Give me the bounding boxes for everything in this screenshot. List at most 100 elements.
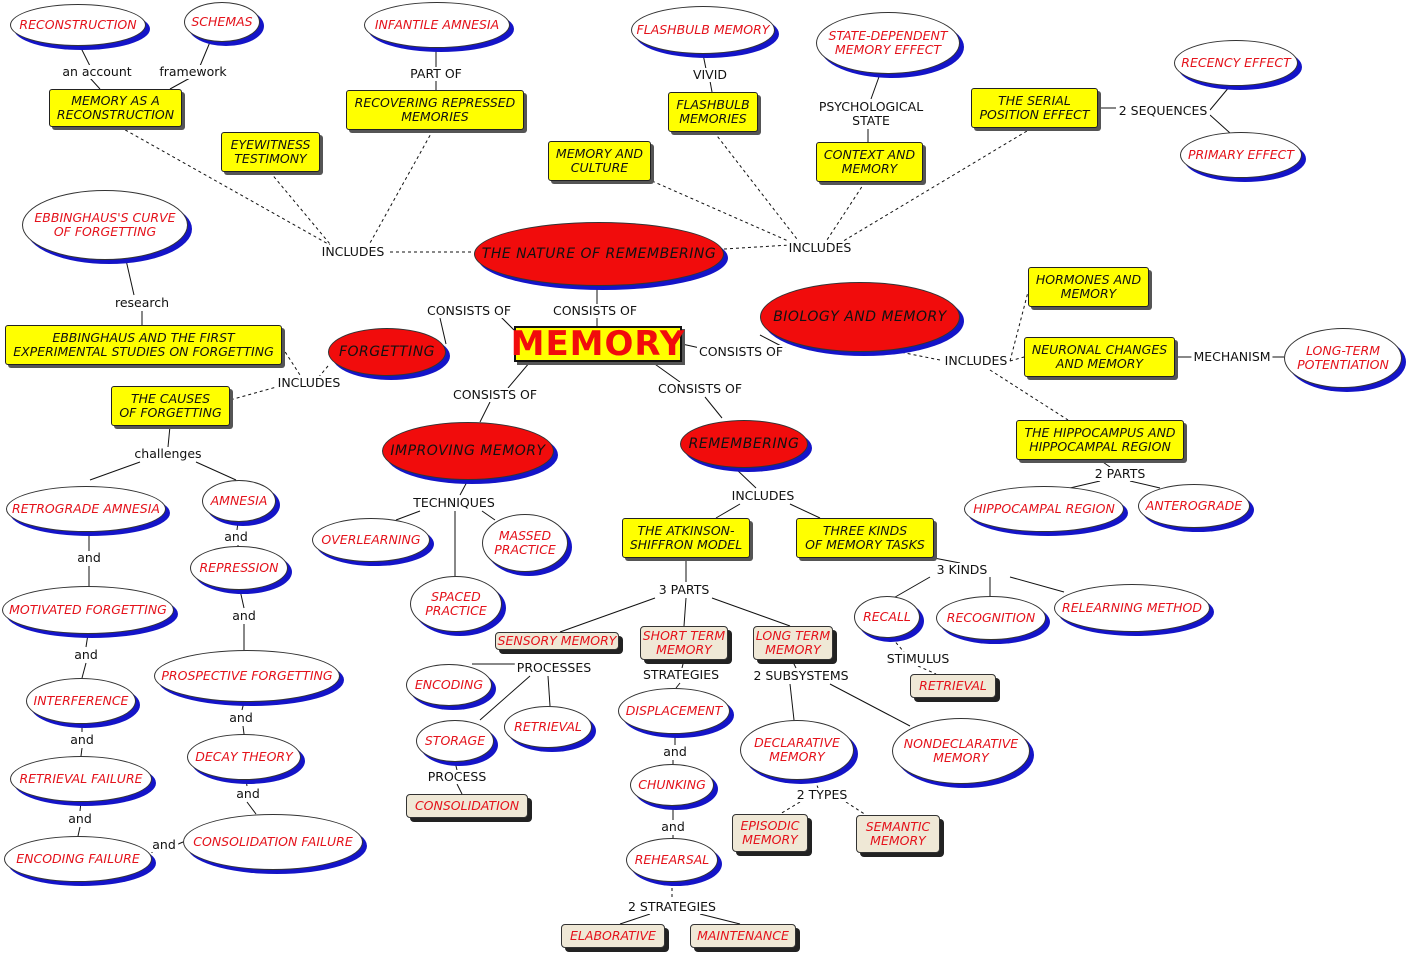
- short-term-memory-box[interactable]: SHORT TERM MEMORY: [640, 626, 728, 660]
- context-and-memory-box[interactable]: CONTEXT AND MEMORY: [816, 142, 923, 182]
- connector-line: [681, 659, 685, 669]
- connector-line: [456, 783, 463, 795]
- connector-line: [79, 45, 91, 67]
- amnesia-node[interactable]: AMNESIA: [202, 480, 276, 522]
- serial-position-box[interactable]: THE SERIAL POSITION EFFECT: [971, 88, 1098, 128]
- episodic-memory-box[interactable]: EPISODIC MEMORY: [732, 814, 808, 852]
- connector-line: [89, 461, 141, 481]
- interference-node[interactable]: INTERFERENCE: [26, 678, 136, 724]
- state-dependent-node[interactable]: STATE-DEPENDENT MEMORY EFFECT: [816, 12, 960, 74]
- remembering-node[interactable]: REMEMBERING: [680, 420, 808, 468]
- hippocampus-box[interactable]: THE HIPPOCAMPUS AND HIPPOCAMPAL REGION: [1016, 420, 1184, 460]
- connector-line: [1209, 114, 1231, 134]
- storage-node[interactable]: STORAGE: [416, 720, 494, 762]
- nondeclarative-memory-node[interactable]: NONDECLARATIVE MEMORY: [892, 718, 1030, 784]
- retrieval-cue-box[interactable]: RETRIEVAL: [910, 674, 996, 698]
- flashbulb-memories-box[interactable]: FLASHBULB MEMORIES: [668, 92, 758, 132]
- ebbinghaus-curve-node[interactable]: EBBINGHAUS'S CURVE OF FORGETTING: [22, 190, 188, 260]
- nature-of-remembering-node[interactable]: THE NATURE OF REMEMBERING: [474, 222, 724, 286]
- biology-and-memory-node[interactable]: BIOLOGY AND MEMORY: [760, 282, 960, 352]
- decay-theory-node[interactable]: DECAY THEORY: [187, 734, 301, 780]
- overlearning-node[interactable]: OVERLEARNING: [312, 518, 430, 562]
- neuronal-changes-box[interactable]: NEURONAL CHANGES AND MEMORY: [1024, 337, 1175, 377]
- label-psychological-state: PSYCHOLOGICAL STATE: [816, 99, 926, 128]
- three-kinds-tasks-box[interactable]: THREE KINDS OF MEMORY TASKS: [796, 518, 934, 558]
- connector-line: [1099, 459, 1111, 468]
- anterograde-node[interactable]: ANTEROGRADE: [1138, 484, 1250, 528]
- primary-effect-node[interactable]: PRIMARY EFFECT: [1180, 132, 1302, 178]
- recall-node[interactable]: RECALL: [854, 596, 920, 638]
- recency-effect-node[interactable]: RECENCY EFFECT: [1174, 40, 1298, 86]
- consolidation-failure-node[interactable]: CONSOLIDATION FAILURE: [183, 814, 363, 870]
- memory-as-reconstruction-box[interactable]: MEMORY AS A RECONSTRUCTION: [49, 89, 182, 127]
- connector-line: [989, 369, 1069, 421]
- maintenance-box[interactable]: MAINTENANCE: [690, 924, 796, 948]
- consolidation-box[interactable]: CONSOLIDATION: [406, 794, 528, 818]
- hormones-and-memory-box[interactable]: HORMONES AND MEMORY: [1028, 267, 1149, 307]
- connector-line: [80, 747, 83, 757]
- connector-line: [891, 637, 905, 653]
- connector-line: [77, 826, 81, 837]
- retrieval-failure-node[interactable]: RETRIEVAL FAILURE: [10, 756, 152, 802]
- label-consists-of-bottom-left: CONSISTS OF: [450, 387, 540, 402]
- central-memory-node[interactable]: MEMORY: [510, 324, 686, 364]
- rehearsal-node[interactable]: REHEARSAL: [626, 838, 718, 882]
- eyewitness-testimony-box[interactable]: EYEWITNESS TESTIMONY: [221, 132, 320, 172]
- spaced-practice-node[interactable]: SPACED PRACTICE: [410, 576, 502, 632]
- chunking-node[interactable]: CHUNKING: [630, 764, 714, 806]
- memory-and-culture-box[interactable]: MEMORY AND CULTURE: [548, 141, 651, 181]
- connector-line: [169, 77, 191, 90]
- motivated-forgetting-node[interactable]: MOTIVATED FORGETTING: [2, 586, 174, 634]
- encoding-failure-node[interactable]: ENCODING FAILURE: [4, 836, 152, 882]
- schemas-node[interactable]: SCHEMAS: [184, 2, 260, 42]
- causes-of-forgetting-box[interactable]: THE CAUSES OF FORGETTING: [111, 386, 230, 426]
- atkinson-shiffron-box[interactable]: THE ATKINSON- SHIFFRON MODEL: [622, 518, 750, 558]
- prospective-forgetting-node[interactable]: PROSPECTIVE FORGETTING: [154, 650, 340, 702]
- label-and-7: and: [234, 786, 262, 801]
- label-consists-of-bottom-right: CONSISTS OF: [655, 381, 745, 396]
- recovering-repressed-memories-box[interactable]: RECOVERING REPRESSED MEMORIES: [346, 90, 524, 130]
- label-and-5: and: [227, 710, 255, 725]
- displacement-node[interactable]: DISPLACEMENT: [618, 688, 730, 734]
- connector-line: [723, 244, 791, 250]
- retrieval-process-node[interactable]: RETRIEVAL: [504, 706, 592, 748]
- connector-line: [715, 503, 741, 519]
- connector-line: [829, 683, 911, 727]
- encoding-node[interactable]: ENCODING: [406, 664, 492, 706]
- label-2-sequences: 2 SEQUENCES: [1116, 103, 1210, 118]
- sensory-memory-box[interactable]: SENSORY MEMORY: [495, 632, 619, 650]
- semantic-memory-box[interactable]: SEMANTIC MEMORY: [856, 815, 940, 853]
- connector-line: [870, 73, 881, 100]
- connector-line: [711, 597, 791, 627]
- long-term-potentiation-node[interactable]: LONG-TERM POTENTIATION: [1284, 328, 1402, 388]
- connector-line: [779, 801, 801, 815]
- massed-practice-node[interactable]: MASSED PRACTICE: [482, 514, 568, 572]
- reconstruction-node[interactable]: RECONSTRUCTION: [10, 4, 146, 46]
- connector-line: [559, 597, 656, 633]
- connector-line: [917, 665, 937, 675]
- recognition-node[interactable]: RECOGNITION: [936, 596, 1046, 640]
- label-research: research: [112, 295, 172, 310]
- connector-line: [651, 180, 796, 245]
- elaborative-box[interactable]: ELABORATIVE: [561, 924, 665, 948]
- connector-line: [459, 479, 469, 496]
- hippocampal-region-node[interactable]: HIPPOCAMPAL REGION: [964, 486, 1124, 532]
- connector-line: [239, 589, 245, 609]
- flashbulb-memory-node[interactable]: FLASHBULB MEMORY: [631, 6, 775, 54]
- forgetting-node[interactable]: FORGETTING: [328, 328, 446, 376]
- long-term-memory-box[interactable]: LONG TERM MEMORY: [753, 626, 833, 660]
- retrograde-amnesia-node[interactable]: RETROGRADE AMNESIA: [6, 486, 166, 532]
- connector-line: [241, 701, 245, 711]
- connector-line: [791, 659, 797, 669]
- repression-node[interactable]: REPRESSION: [190, 546, 288, 590]
- improving-memory-node[interactable]: IMPROVING MEMORY: [382, 422, 554, 480]
- relearning-method-node[interactable]: RELEARNING METHOD: [1054, 584, 1210, 632]
- infantile-amnesia-node[interactable]: INFANTILE AMNESIA: [364, 2, 510, 48]
- ebbinghaus-studies-box[interactable]: EBBINGHAUS AND THE FIRST EXPERIMENTAL ST…: [5, 325, 282, 365]
- label-strategies: STRATEGIES: [640, 667, 722, 682]
- declarative-memory-node[interactable]: DECLARATIVE MEMORY: [740, 720, 854, 780]
- label-and-4: and: [72, 647, 100, 662]
- connector-line: [619, 913, 651, 925]
